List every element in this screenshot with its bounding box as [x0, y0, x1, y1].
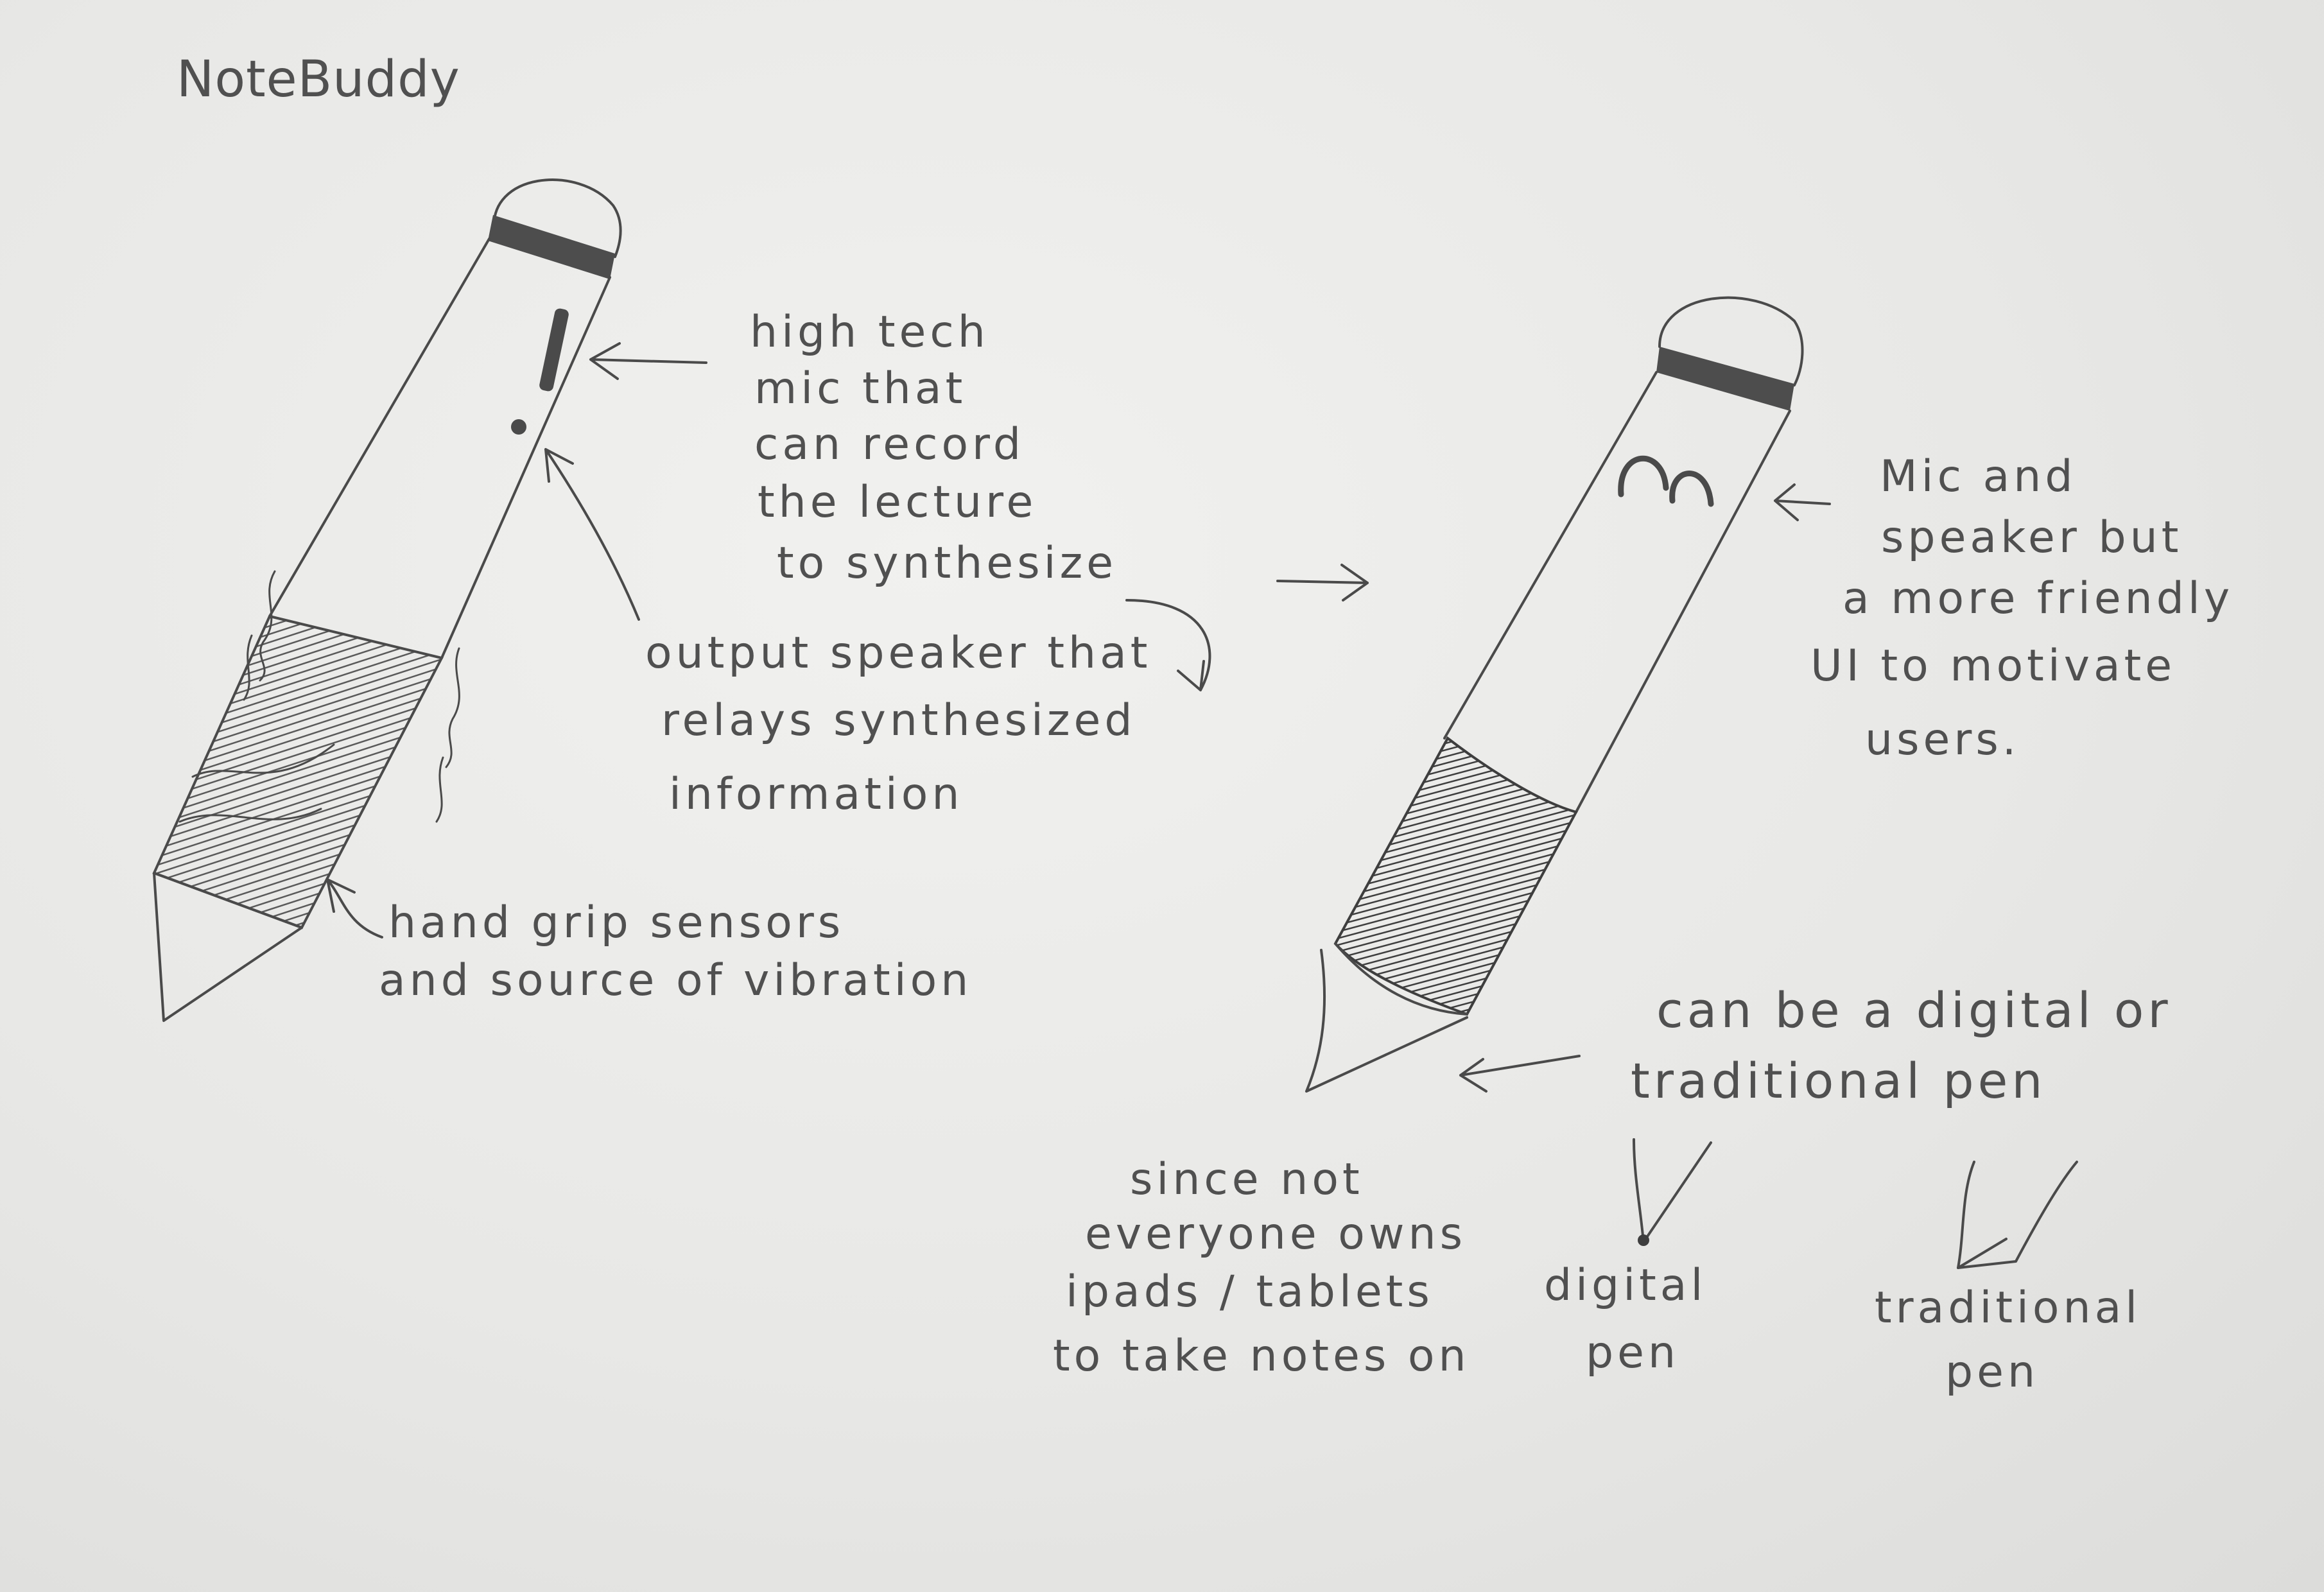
mic-annotation: high tech mic that can record the lectur… — [591, 307, 1117, 589]
pen-type-note-line-1: can be a digital or — [1656, 982, 2172, 1039]
digital-pen-sketch: digital pen — [1544, 1139, 1711, 1378]
left-pen-speaker — [511, 419, 526, 435]
left-pen-grip — [154, 616, 442, 928]
right-pen-band — [1656, 347, 1794, 411]
left-pen-band — [488, 215, 615, 279]
pen-type-annotation: can be a digital or traditional pen — [1461, 982, 2172, 1109]
grip-annotation: hand grip sensors and source of vibratio… — [327, 879, 972, 1006]
right-pen-grip — [1335, 738, 1576, 1014]
friendly-note-line-3: a more friendly — [1843, 573, 2233, 624]
transition-arrow — [1278, 565, 1367, 600]
mic-note-line-3: can record — [754, 419, 1025, 470]
title-text: NoteBuddy — [177, 51, 460, 108]
digital-label-line-2: pen — [1586, 1328, 1679, 1378]
mic-note-line-1: high tech — [750, 307, 989, 358]
mic-note-line-4: the lecture — [758, 477, 1037, 528]
traditional-pen-sketch: traditional pen — [1875, 1162, 2141, 1397]
friendly-note-line-4: UI to motivate — [1810, 641, 2176, 691]
friendly-note-line-5: users. — [1865, 714, 2020, 765]
traditional-label-line-1: traditional — [1875, 1283, 2141, 1333]
traditional-label-line-2: pen — [1945, 1347, 2039, 1397]
speaker-note-line-2: relays synthesized — [661, 695, 1136, 746]
friendly-annotation: Mic and speaker but a more friendly UI t… — [1775, 451, 2233, 765]
tablets-note-line-3: ipads / tablets — [1066, 1267, 1434, 1317]
grip-note-line-1: hand grip sensors — [388, 897, 844, 948]
right-pen — [1306, 298, 1803, 1091]
right-pen-face — [1621, 458, 1711, 504]
tablets-note-line-4: to take notes on — [1053, 1331, 1470, 1381]
tablets-note-line-1: since not — [1130, 1154, 1364, 1205]
grip-note-line-2: and source of vibration — [379, 955, 972, 1006]
pen-type-note-line-2: traditional pen — [1631, 1052, 2047, 1109]
speaker-note-line-3: information — [669, 769, 963, 820]
speaker-note-line-1: output speaker that — [645, 628, 1151, 679]
friendly-note-line-1: Mic and — [1880, 451, 2077, 502]
friendly-note-line-2: speaker but — [1881, 512, 2182, 563]
tablets-note-line-2: everyone owns — [1085, 1209, 1466, 1259]
mic-note-line-2: mic that — [754, 363, 966, 414]
digital-label-line-1: digital — [1544, 1260, 1706, 1311]
mic-note-line-5: to synthesize — [777, 538, 1117, 589]
left-pen — [154, 180, 621, 1021]
tablets-annotation: since not everyone owns ipads / tablets … — [1053, 1154, 1470, 1381]
